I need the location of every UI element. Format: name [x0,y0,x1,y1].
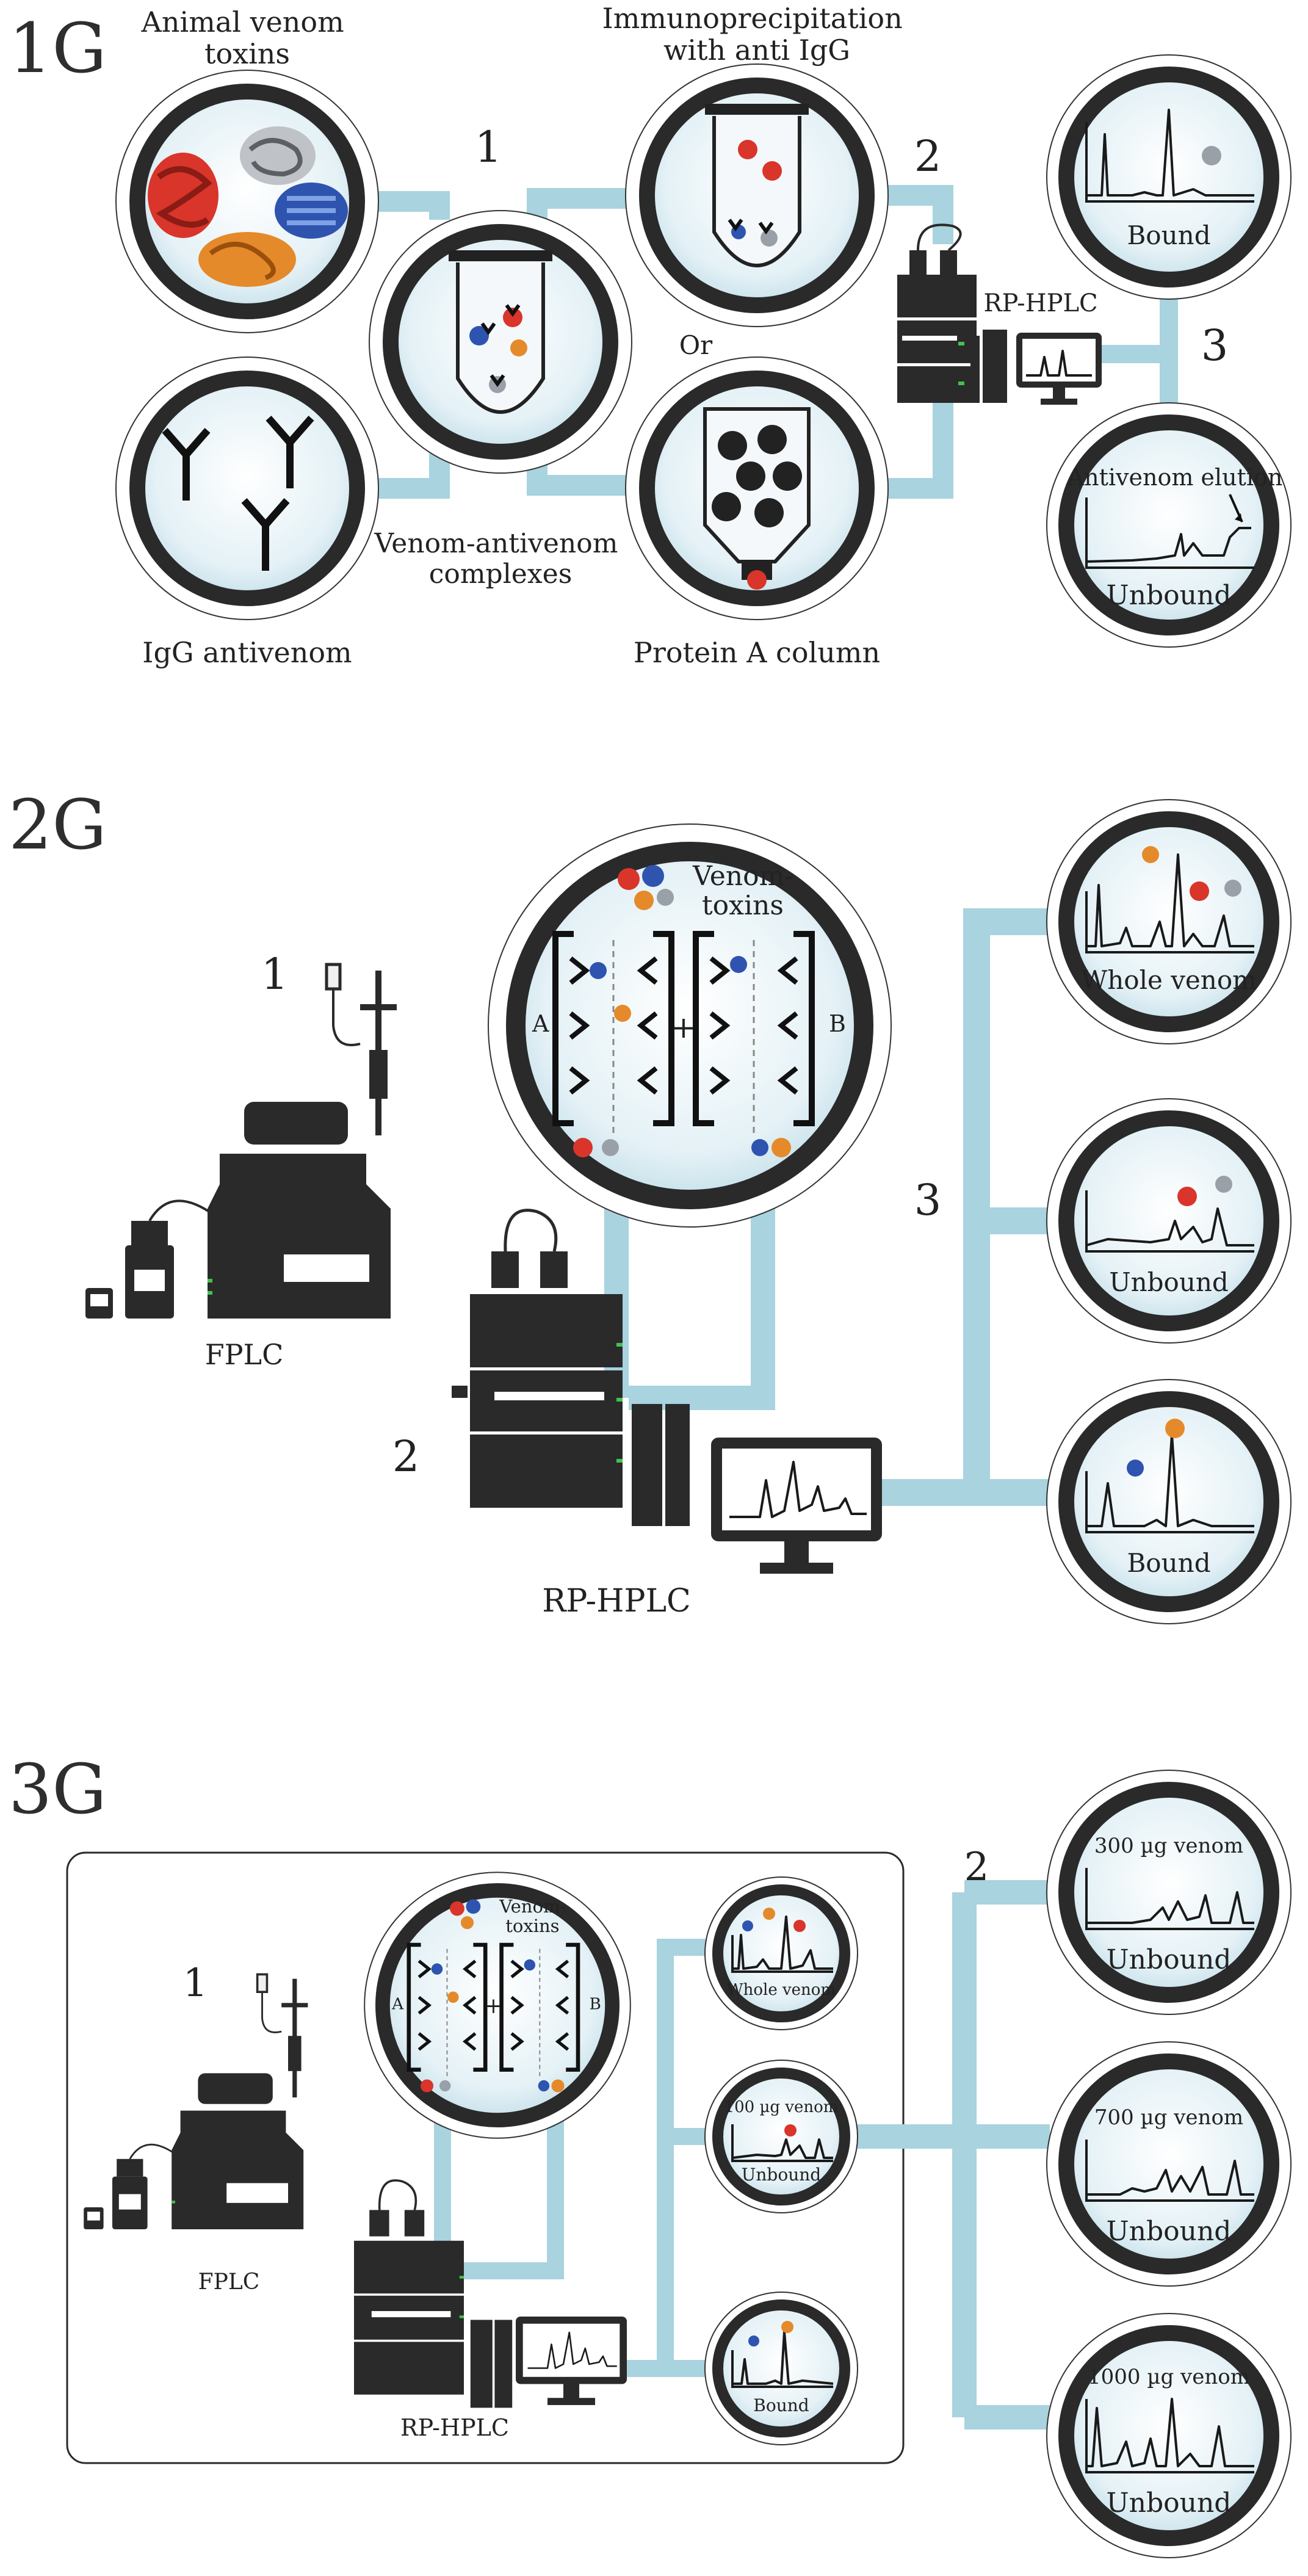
tube-icon [705,104,809,267]
circle-100ug-venom-3g: 100 µg venom Unbound [704,2060,858,2213]
label-rp-hplc-1g: RP-HPLC [983,289,1097,317]
circle-protein-a-column [625,356,889,620]
unbound-label-300ug-3g: Unbound [1107,1944,1232,1975]
unbound-label-100ug-3g: Unbound [742,2165,821,2185]
label-plus-3g: + [484,1994,502,2019]
label-step1-1g: 1 [475,122,502,172]
panel-3g: 3G 1 [9,1750,1292,2558]
fplc-device-2g [85,963,397,1319]
label-immunoprecipitation: Immunoprecipitation with anti IgG [602,2,912,67]
panel-2g-title: 2G [9,786,107,865]
panel-2g: 2G 1 FPLC [9,786,1292,1624]
unbound-label-700ug-3g: Unbound [1107,2216,1232,2247]
circle-whole-venom-3g: Whole venom [704,1876,858,2030]
monitor-icon-3g [516,2317,627,2405]
fplc-device-3g [84,1973,308,2229]
label-column-a-3g: A [391,1995,404,2014]
column-b-icon [693,931,815,1157]
circle-whole-venom-2g: Whole venom [1046,799,1292,1044]
circle-igg-antivenom [115,356,379,620]
label-venom-antivenom-complexes: Venom-antivenom complexes [374,528,627,590]
circle-animal-venom-toxins [115,70,379,333]
circle-700ug-venom-3g: 700 µg venom Unbound [1046,2041,1292,2287]
venom-1000-label-3g: 1000 µg venom [1088,2365,1250,2389]
antivenom-elution-label: Antivenom elution [1067,464,1283,491]
unbound-label-1000ug-3g: Unbound [1107,2487,1232,2519]
antibody-icon [162,416,314,571]
label-plus-2g: + [671,1010,696,1045]
label-venom-toxins-2g: Venom- toxins [692,861,802,921]
venom-300-label-3g: 300 µg venom [1094,1834,1243,1858]
whole-venom-label-2g: Whole venom [1081,965,1257,995]
toxin-red-icon [148,153,219,238]
panel-3g-title: 3G [9,1750,107,1829]
column-a-icon [552,931,674,1157]
circle-bound-2g: Bound [1046,1379,1292,1624]
label-or: Or [679,330,713,360]
label-step2-1g: 2 [914,131,942,181]
label-igg-antivenom: IgG antivenom [142,636,352,669]
whole-venom-label-3g: Whole venom [727,1981,836,1999]
panel-3g-frame [66,1851,905,2464]
circle-1000ug-venom-3g: 1000 µg venom Unbound [1046,2313,1292,2558]
rp-hplc-device-3g [354,2179,513,2408]
circle-bound-3g: Bound [704,2292,858,2445]
panel-1g-title: 1G [9,9,107,89]
circle-immunoprecipitation [625,63,889,327]
bound-label-3g: Bound [753,2395,809,2415]
label-fplc-3g: FPLC [198,2270,260,2295]
label-protein-a-column: Protein A column [634,636,880,669]
venom-100-label-3g: 100 µg venom [724,2098,839,2116]
circle-300ug-venom-3g: 300 µg venom Unbound [1046,1770,1292,2015]
label-column-b-2g: B [829,1010,846,1037]
circle-venom-antivenom-complexes [369,210,632,474]
rp-hplc-device-2g [452,1209,690,1526]
label-fplc-2g: FPLC [205,1338,284,1371]
tube-icon [449,250,552,414]
column-icon [703,407,811,590]
circle-unbound-2g: Unbound [1046,1098,1292,1344]
circle-unbound-1g: Antivenom elution Unbound [1046,402,1292,648]
label-step1-2g: 1 [261,949,289,999]
toxin-blue-icon [275,183,348,239]
unbound-label-2g: Unbound [1109,1267,1229,1297]
circle-affinity-columns-3g: A B + Venom- toxins [364,1872,631,2139]
unbound-label-1g: Unbound [1107,580,1232,611]
label-step3-2g: 3 [914,1175,942,1225]
label-animal-venom-toxins: Animal venom toxins [141,5,353,70]
label-column-b-3g: B [589,1995,601,2014]
venom-700-label-3g: 700 µg venom [1094,2105,1243,2130]
bound-label-2g: Bound [1127,1548,1210,1578]
toxin-grey-icon [240,126,316,185]
monitor-icon-2g [711,1438,882,1574]
monitor-icon-1g [1016,333,1102,405]
label-step2-2g: 2 [392,1431,420,1482]
circle-affinity-columns-2g: A B + Venom- toxins [488,823,892,1228]
toxin-orange-icon [198,232,296,287]
label-step2-3g: 2 [964,1845,989,1890]
label-column-a-2g: A [532,1010,549,1037]
rp-hplc-device-1g [897,223,1007,403]
label-rp-hplc-3g: RP-HPLC [400,2414,509,2441]
label-rp-hplc-2g: RP-HPLC [542,1583,691,1619]
label-step3-1g: 3 [1201,320,1229,371]
circle-bound-1g: Bound [1046,54,1292,300]
label-venom-toxins-3g: Venom- toxins [499,1896,571,1936]
bound-label-1g: Bound [1127,220,1210,250]
label-step1-3g: 1 [183,1961,208,2006]
panel-1g: 1G [9,2,1292,669]
